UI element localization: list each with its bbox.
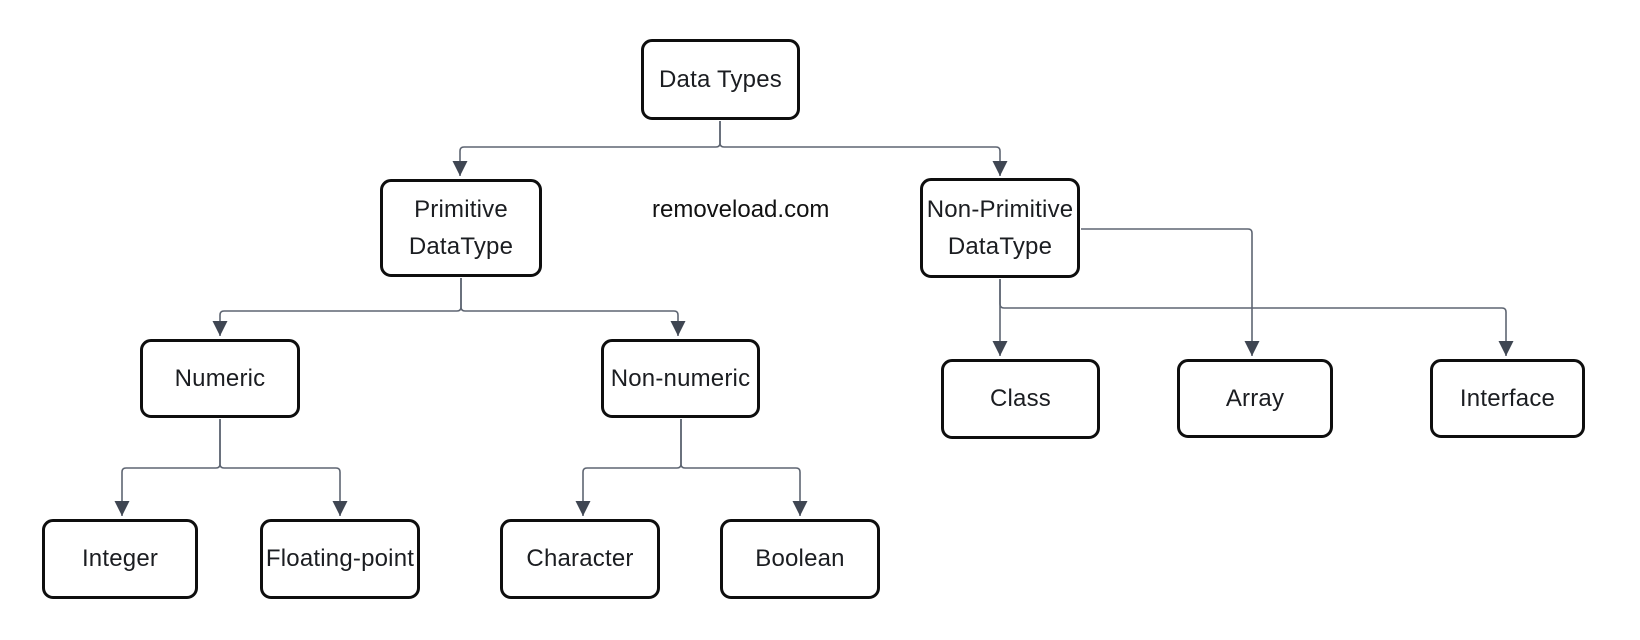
edge-nonprimitive-interface <box>999 279 1514 356</box>
watermark-text: removeload.com <box>652 196 830 223</box>
edge-nonprimitive-array <box>1081 228 1260 356</box>
node-numeric: Numeric <box>140 339 300 418</box>
node-non-numeric: Non-numeric <box>601 339 760 418</box>
edge-nonnumeric-character <box>575 419 682 516</box>
node-primitive-datatype: Primitive DataType <box>380 179 542 277</box>
node-non-primitive-label-line2: DataType <box>947 233 1053 260</box>
node-boolean-label: Boolean <box>755 545 845 573</box>
edge-primitive-nonnumeric <box>460 278 686 336</box>
node-data-types: Data Types <box>641 39 800 120</box>
node-class-label: Class <box>989 385 1051 413</box>
node-floating-point: Floating-point <box>260 519 420 599</box>
node-character-label: Character <box>526 545 634 573</box>
node-numeric-label: Numeric <box>174 364 266 392</box>
node-primitive-label-line2: DataType <box>408 233 514 260</box>
node-interface-label: Interface <box>1459 384 1556 412</box>
node-boolean: Boolean <box>720 519 880 599</box>
node-interface: Interface <box>1430 359 1585 438</box>
edge-datatypes-primitive <box>452 121 721 176</box>
node-array: Array <box>1177 359 1333 438</box>
node-integer-label: Integer <box>81 545 159 573</box>
node-non-numeric-label: Non-numeric <box>610 364 751 392</box>
node-data-types-label: Data Types <box>659 65 782 93</box>
edge-nonnumeric-boolean <box>680 419 808 516</box>
node-class: Class <box>941 359 1100 439</box>
node-non-primitive-datatype: Non-Primitive DataType <box>920 178 1080 278</box>
node-array-label: Array <box>1225 384 1285 412</box>
edge-datatypes-nonprimitive <box>719 121 1008 176</box>
node-primitive-label-line1: Primitive <box>414 195 508 223</box>
edge-numeric-integer <box>114 419 221 516</box>
node-character: Character <box>500 519 660 599</box>
node-floating-point-label: Floating-point <box>265 545 415 573</box>
node-integer: Integer <box>42 519 198 599</box>
edge-primitive-numeric <box>212 278 462 336</box>
edge-numeric-floatingpoint <box>219 419 348 516</box>
node-non-primitive-label-line1: Non-Primitive <box>926 195 1074 223</box>
